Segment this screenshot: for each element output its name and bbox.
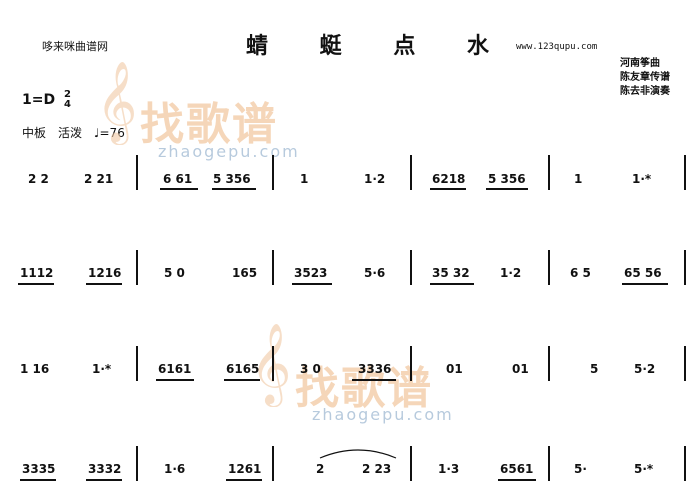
bar-line [136,446,138,481]
underline [224,379,260,381]
underline [486,188,528,190]
note-group: 3336 [358,362,392,376]
credit-performer: 陈去非演奏 [620,86,670,97]
watermark-clef-icon: 𝄞 [96,60,138,142]
bar-line [684,250,686,285]
underline [430,188,466,190]
bar-line [684,155,686,190]
note-group: 3523 [294,266,328,280]
note-group: 5 0 [164,266,185,280]
note-group: 3 0 [300,362,321,376]
key-signature: 1=D 2 4 [22,90,71,110]
underline [18,283,54,285]
site-url: www.123qupu.com [516,42,598,52]
underline [156,379,194,381]
key-label: 1=D [22,92,56,108]
slur-icon [319,449,397,459]
underline [292,283,332,285]
note-group: 5·* [634,462,654,476]
note-group: 165 [232,266,258,280]
bar-line [684,446,686,481]
bar-line [684,346,686,381]
tempo-text: 中板 活泼 [22,126,83,140]
tempo-line: 中板 活泼 ♩=76 [22,124,125,141]
bar-line [548,250,550,285]
note-group: 65 56 [624,266,662,280]
bar-line [410,250,412,285]
watermark-url: zhaogepu.com [158,142,300,161]
tempo-mark: ♩=76 [93,126,125,140]
watermark-logo: 找歌谱 [295,363,433,414]
note-group: 5·2 [634,362,656,376]
bar-line [410,346,412,381]
score-title: 蜻 蜓 点 水 [246,33,511,59]
note-group: 1·* [92,362,112,376]
note-group: 1 [574,172,583,186]
underline [226,479,262,481]
watermark-clef-icon: 𝄞 [250,322,292,404]
note-group: 6161 [158,362,192,376]
note-group: 6165 [226,362,260,376]
note-group: 2 23 [362,462,392,476]
note-group: 2 21 [84,172,114,186]
underline [20,479,56,481]
bar-line [548,155,550,190]
bar-line [272,250,274,285]
note-group: 5·6 [364,266,386,280]
note-group: 2 [316,462,325,476]
note-group: 01 [512,362,529,376]
note-group: 2 2 [28,172,49,186]
credit-genre: 河南筝曲 [620,58,660,69]
bar-line [136,155,138,190]
note-group: 5 356 [488,172,526,186]
note-group: 3335 [22,462,56,476]
note-group: 01 [446,362,463,376]
note-group: 1·* [632,172,652,186]
note-group: 1·3 [438,462,460,476]
note-group: 1261 [228,462,262,476]
underline [430,283,474,285]
underline [86,283,122,285]
bar-line [136,346,138,381]
note-group: 5 [590,362,599,376]
note-group: 1·2 [500,266,522,280]
underline [160,188,198,190]
time-bottom: 4 [63,99,71,110]
underline [86,479,122,481]
credit-transcriber: 陈友章传谱 [620,72,670,83]
bar-line [272,155,274,190]
bar-line [548,346,550,381]
time-top: 2 [63,89,71,100]
note-group: 1112 [20,266,54,280]
note-group: 6 61 [163,172,193,186]
note-group: 6561 [500,462,534,476]
underline [212,188,256,190]
underline [352,379,396,381]
site-name: 哆来咪曲谱网 [42,40,108,53]
bar-line [548,446,550,481]
underline [498,479,536,481]
note-group: 5 356 [213,172,251,186]
underline [622,283,668,285]
bar-line [272,346,274,381]
note-group: 6 5 [570,266,591,280]
note-group: 6218 [432,172,466,186]
note-group: 1·2 [364,172,386,186]
note-group: 5· [574,462,587,476]
watermark-logo: 找歌谱 [140,99,278,150]
note-group: 3332 [88,462,122,476]
time-signature: 2 4 [64,90,71,110]
note-group: 1 16 [20,362,50,376]
bar-line [410,155,412,190]
bar-line [272,446,274,481]
note-group: 1216 [88,266,122,280]
watermark-url: zhaogepu.com [312,405,454,424]
bar-line [410,446,412,481]
note-group: 1 [300,172,309,186]
bar-line [136,250,138,285]
note-group: 1·6 [164,462,186,476]
note-group: 35 32 [432,266,470,280]
